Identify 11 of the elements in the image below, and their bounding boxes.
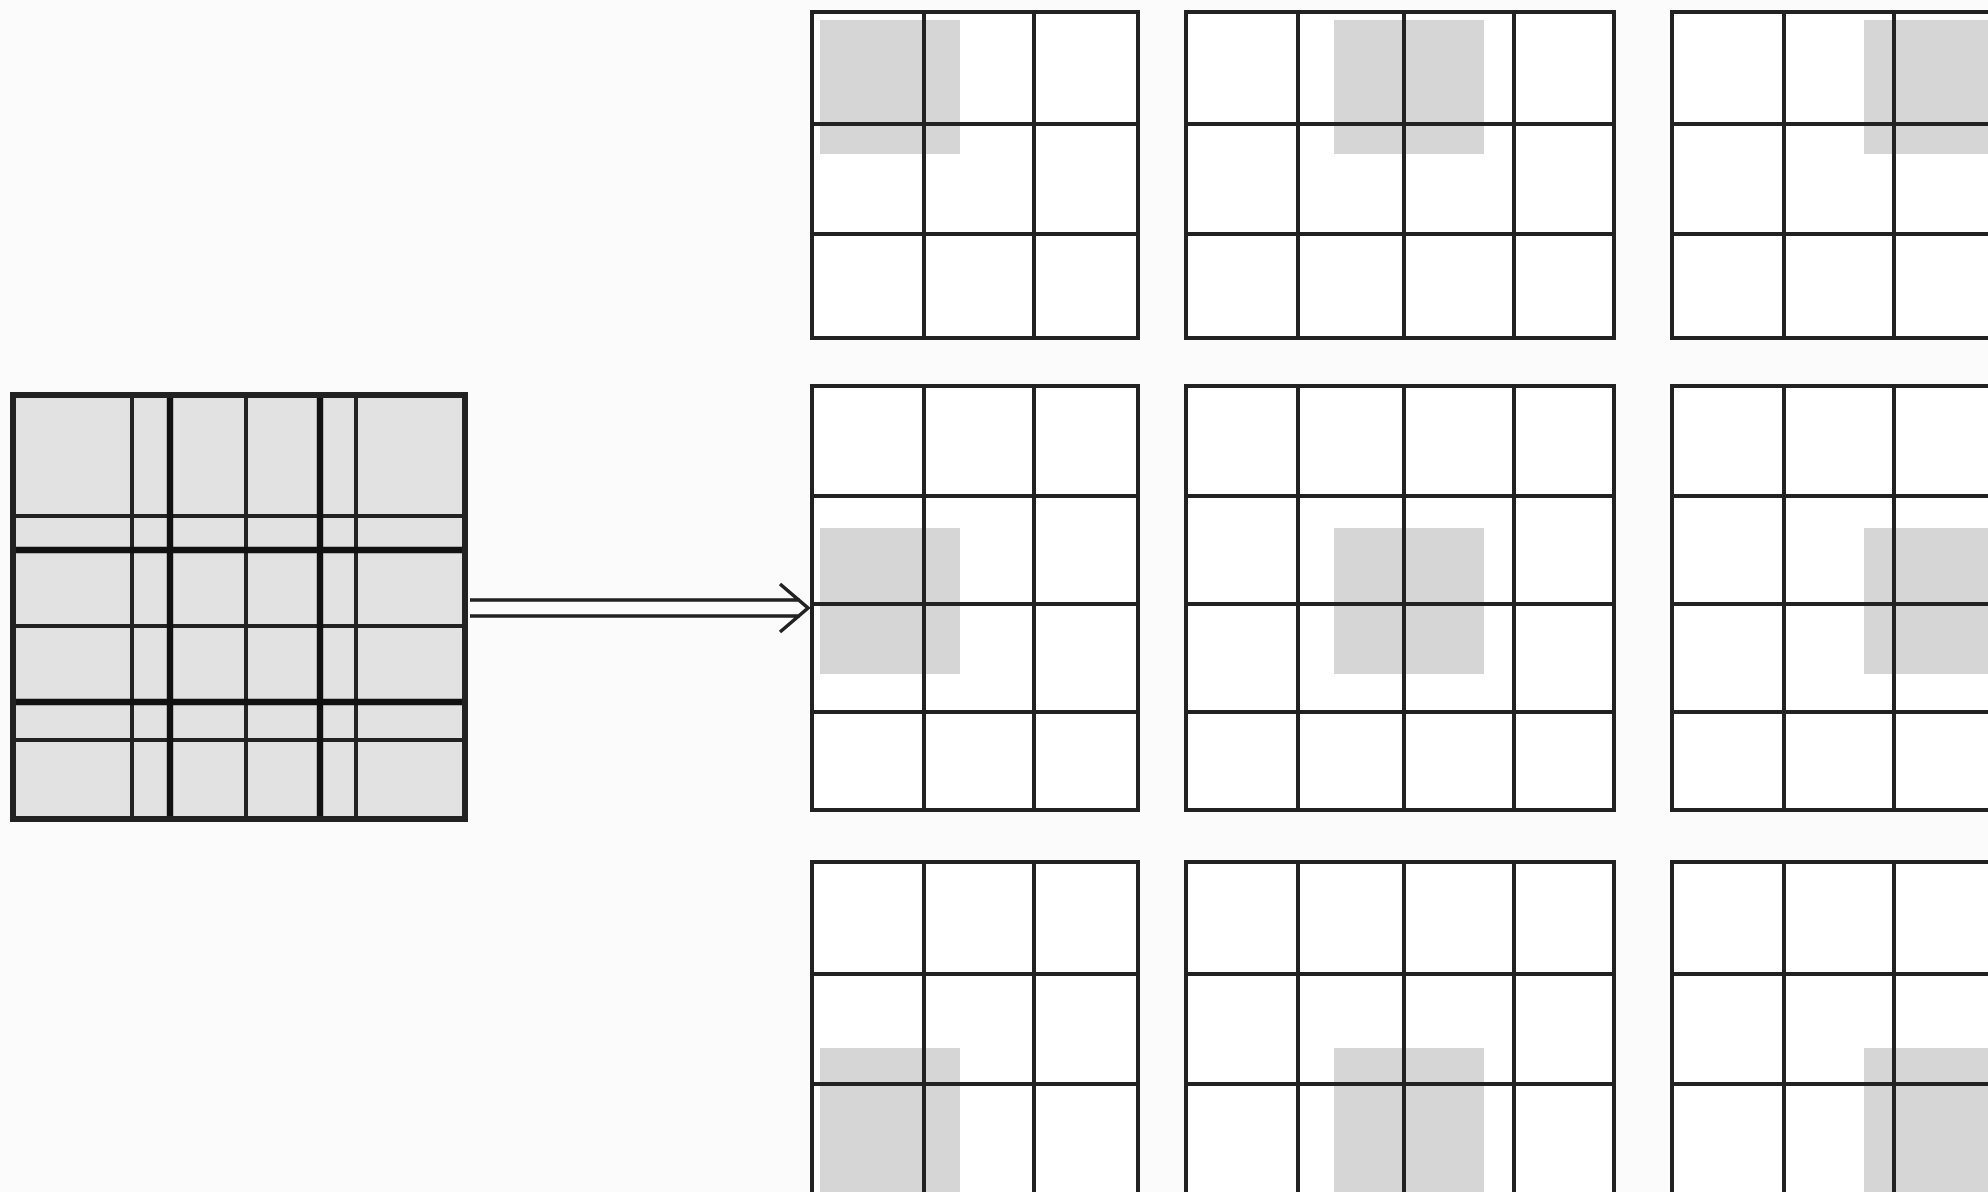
grid-drawing bbox=[1670, 10, 1988, 340]
double-arrow bbox=[468, 582, 811, 634]
grid-drawing bbox=[1670, 384, 1988, 812]
grid-drawing bbox=[810, 10, 1140, 340]
grid-drawing bbox=[810, 384, 1140, 812]
grid-drawing bbox=[10, 392, 468, 822]
grid-drawing bbox=[1184, 10, 1616, 340]
grid-drawing bbox=[1670, 860, 1988, 1192]
grid-drawing bbox=[810, 860, 1140, 1192]
grid-drawing bbox=[1184, 384, 1616, 812]
grid-drawing bbox=[1184, 860, 1616, 1192]
